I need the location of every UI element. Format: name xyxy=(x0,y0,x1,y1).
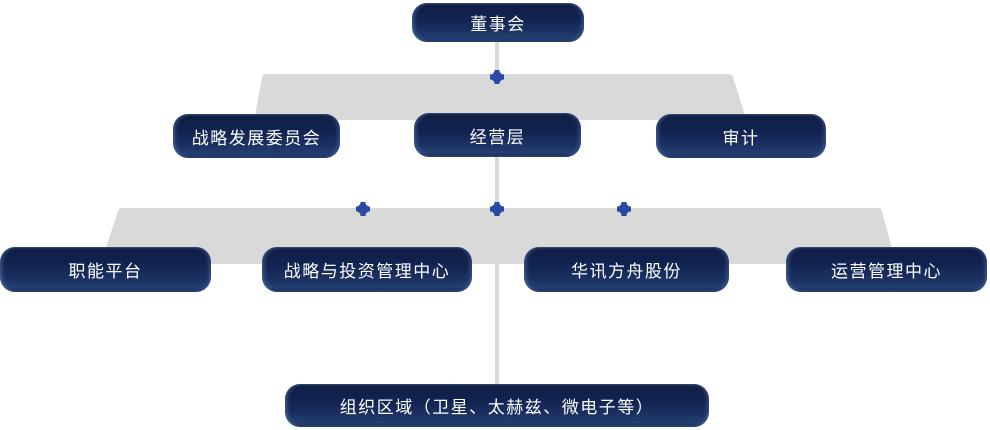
connector-band-level2 xyxy=(255,74,745,120)
node-huaxun-ark-shares: 华讯方舟股份 xyxy=(524,247,729,292)
node-label: 审计 xyxy=(722,128,760,148)
node-organization-regions: 组织区域（卫星、太赫兹、微电子等） xyxy=(285,384,709,427)
node-label: 华讯方舟股份 xyxy=(571,262,682,281)
connector-line-management-to-regions xyxy=(495,154,499,386)
node-label: 组织区域（卫星、太赫兹、微电子等） xyxy=(339,398,655,417)
node-label: 战略与投资管理中心 xyxy=(283,262,451,281)
node-label: 经营层 xyxy=(469,127,526,147)
node-label: 职能平台 xyxy=(68,262,143,281)
node-functional-platform: 职能平台 xyxy=(0,247,211,292)
node-label: 董事会 xyxy=(470,15,526,34)
connector-line-board-to-level2 xyxy=(495,41,499,75)
connector-band-level3 xyxy=(102,208,895,264)
node-label: 运营管理中心 xyxy=(831,262,942,281)
node-operations-management-center: 运营管理中心 xyxy=(786,247,987,292)
node-strategy-investment-management-center: 战略与投资管理中心 xyxy=(262,247,472,292)
node-management-level: 经营层 xyxy=(414,113,581,157)
node-label: 战略发展委员会 xyxy=(191,128,322,148)
node-board-of-directors: 董事会 xyxy=(412,3,584,42)
node-strategy-development-committee: 战略发展委员会 xyxy=(173,114,340,158)
node-audit: 审计 xyxy=(656,114,826,158)
